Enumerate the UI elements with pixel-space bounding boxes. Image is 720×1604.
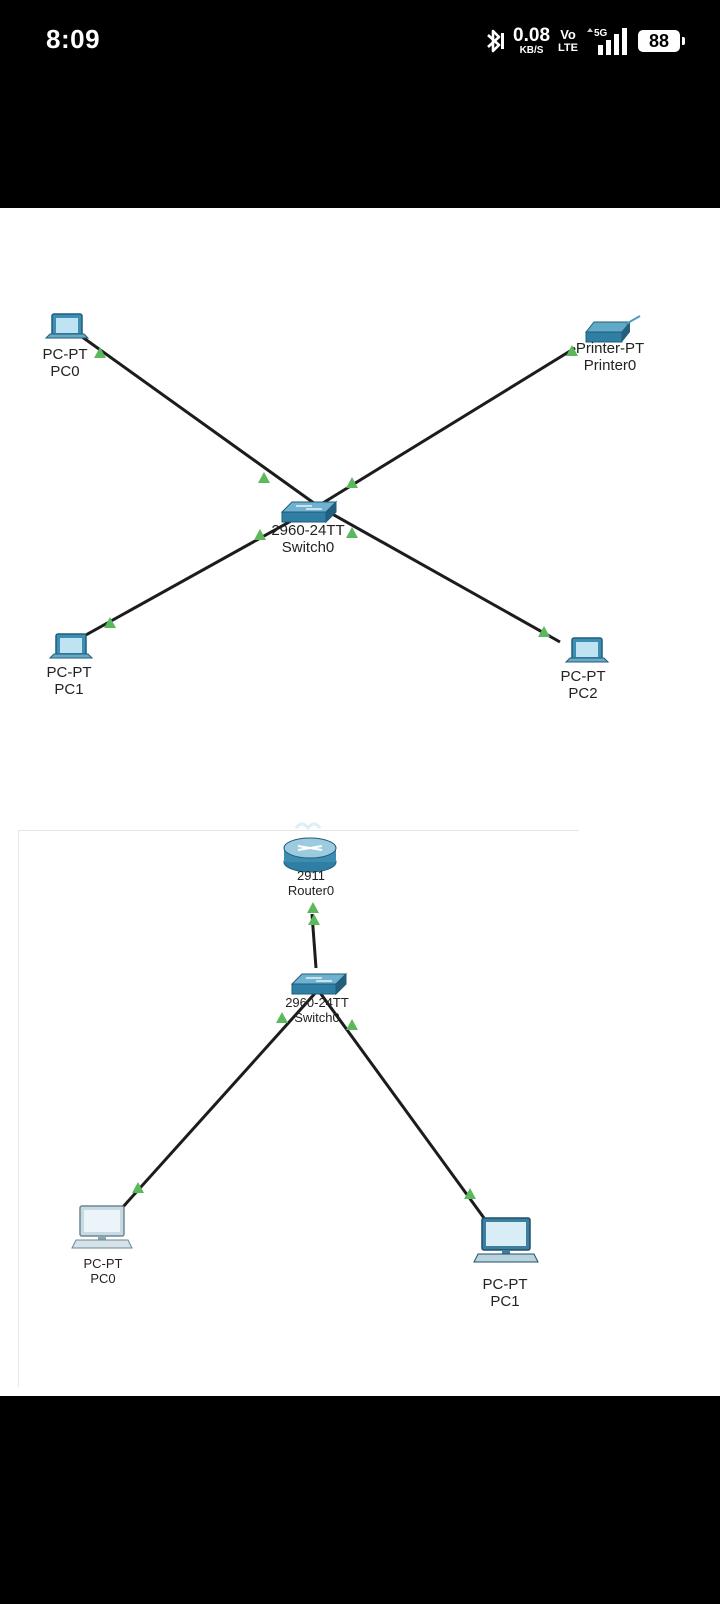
device-label-pc1: PC-PT PC1	[34, 664, 104, 698]
laptop-icon	[49, 633, 93, 659]
device-model: 2960-24TT	[285, 995, 349, 1010]
link-light	[258, 472, 270, 483]
network-diagrams	[45, 313, 641, 1263]
link-pc1-switch	[83, 504, 319, 638]
device-name: PC1	[54, 681, 84, 698]
device-name: Switch0	[294, 1010, 340, 1025]
status-bar: 8:09 0.08 KB/S Vo LTE 5G 88	[0, 0, 720, 90]
speed-value: 0.08	[513, 25, 551, 46]
device-name: Switch0	[281, 539, 335, 556]
battery-icon: 88	[638, 30, 685, 52]
device-label-pc2: PC-PT PC2	[548, 668, 618, 702]
device-model: PC-PT	[46, 664, 92, 681]
network-speed: 0.08 KB/S	[513, 26, 550, 56]
device-name: PC2	[568, 685, 598, 702]
device-label-switch0: 2960-24TT Switch0	[272, 995, 362, 1025]
device-name: PC1	[490, 1293, 520, 1310]
device-model: PC-PT	[83, 1256, 123, 1271]
status-time: 8:09	[46, 24, 101, 54]
device-name: PC0	[50, 363, 80, 380]
device-model: 2911	[297, 868, 325, 883]
link-pc2-switch	[317, 504, 561, 644]
laptop-icon	[565, 637, 609, 663]
device-label-router0: 2911 Router0	[276, 868, 346, 898]
device-label-pc1: PC-PT PC1	[470, 1276, 540, 1310]
link-pc0-switch	[120, 988, 320, 1210]
bottom-canvas-frame	[18, 830, 579, 1387]
link-pc1-switch	[316, 989, 486, 1219]
device-model: PC-PT	[560, 668, 606, 685]
speed-unit: KB/S	[519, 45, 544, 56]
network-type: 5G	[594, 28, 608, 39]
device-name: Printer0	[583, 357, 637, 374]
link-printer0-switch	[317, 346, 576, 508]
device-name: PC0	[90, 1271, 116, 1286]
volte-indicator: Vo LTE	[558, 28, 578, 54]
device-label-switch0: 2960-24TT Switch0	[258, 522, 358, 556]
switch-icon	[281, 501, 337, 523]
laptop-icon	[45, 313, 89, 339]
device-label-pc0: PC-PT PC0	[68, 1256, 138, 1286]
device-model: Printer-PT	[575, 340, 645, 357]
device-model: PC-PT	[482, 1276, 528, 1293]
device-label-pc0: PC-PT PC0	[30, 346, 100, 380]
device-model: 2960-24TT	[271, 522, 345, 539]
device-model: PC-PT	[42, 346, 88, 363]
device-name: Router0	[287, 883, 335, 898]
top-link-status-lights	[94, 345, 578, 637]
top-links	[77, 332, 576, 644]
device-label-printer0: Printer-PT Printer0	[568, 340, 652, 374]
volte-bottom: LTE	[558, 42, 578, 54]
printer-icon	[585, 315, 641, 343]
status-icons: 0.08 KB/S Vo LTE 5G 88	[483, 26, 685, 56]
volte-top: Vo	[560, 27, 576, 42]
signal-icon: 5G	[587, 28, 627, 55]
bluetooth-icon	[487, 29, 505, 53]
screenshot-image: PC-PT PC0 Printer-PT Printer0 2960-24TT …	[0, 208, 720, 1396]
link-pc0-switch	[77, 332, 319, 508]
